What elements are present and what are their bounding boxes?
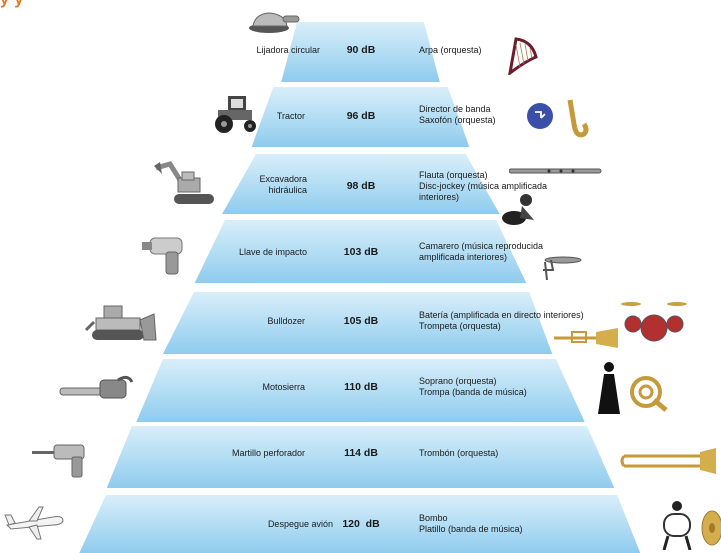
cymbal-icon xyxy=(701,510,721,546)
impact-wrench-icon xyxy=(142,237,183,275)
tier-6-source-label: Motosierra xyxy=(262,382,305,392)
tier-8-db-value: 120 dB xyxy=(342,518,380,530)
excavator-icon xyxy=(154,161,214,204)
tier-2-music-label: Director de banda Saxofón (orquesta) xyxy=(419,104,496,125)
bass-drum-icon xyxy=(662,501,692,550)
singer-icon xyxy=(598,362,620,414)
waiter-icon xyxy=(543,256,582,281)
trombone-icon xyxy=(620,448,716,474)
tier-4 xyxy=(194,220,527,283)
tier-7-source-label: Martillo perforador xyxy=(231,448,305,458)
tier-3-music-label: Flauta (orquesta) Disc-jockey (música am… xyxy=(419,170,548,202)
tier-2 xyxy=(251,87,470,147)
tier-8-music-label: Bombo Platillo (banda de música) xyxy=(419,513,523,534)
tier-3 xyxy=(222,154,500,214)
tier-6-music-label: Soprano (orquesta) Trompa (banda de músi… xyxy=(419,376,527,397)
tier-4-db-value: 103 dB xyxy=(343,246,379,258)
chainsaw-icon xyxy=(59,375,134,399)
drums-icon xyxy=(621,302,687,342)
saxophone-icon xyxy=(527,99,589,138)
tier-5-music-label: Batería (amplificada en directo interior… xyxy=(419,310,584,331)
tier-5 xyxy=(162,292,553,354)
tier-1-source-label: Lijadora circular xyxy=(256,45,320,55)
tractor-icon xyxy=(215,96,256,133)
tier-4-source-label: Llave de impacto xyxy=(238,247,307,257)
tier-2-source-label: Tractor xyxy=(276,111,305,121)
tier-7-db-value: 114 dB xyxy=(344,447,378,459)
horn-icon xyxy=(630,376,668,412)
tier-3-db-value: 98 dB xyxy=(346,180,376,192)
tier-5-db-value: 105 dB xyxy=(343,315,379,327)
tier-4-music-label: Camarero (música reproducida amplificada… xyxy=(419,241,544,262)
tier-3-source-label: Excavadora hidráulica xyxy=(259,174,307,195)
tier-1-music-label: Arpa (orquesta) xyxy=(419,45,482,55)
trumpet-icon xyxy=(554,328,618,348)
tier-1 xyxy=(281,22,440,82)
harp-icon xyxy=(508,37,538,75)
tier-8 xyxy=(79,495,641,553)
dj-icon xyxy=(502,194,534,225)
tier-1-db-value: 90 dB xyxy=(346,44,376,56)
tier-5-source-label: Bulldozer xyxy=(267,316,305,326)
header-fragment: y y xyxy=(0,0,200,8)
drill-icon xyxy=(32,444,85,478)
airplane-icon xyxy=(4,506,64,540)
tier-7 xyxy=(106,426,615,488)
tier-6 xyxy=(136,359,585,422)
tier-7-music-label: Trombón (orquesta) xyxy=(419,448,499,458)
sander-icon xyxy=(249,12,300,33)
tier-6-db-value: 110 dB xyxy=(344,381,378,393)
tier-8-source-label: Despegue avión xyxy=(267,519,333,529)
flute-icon xyxy=(509,168,602,174)
bulldozer-icon xyxy=(84,305,157,341)
tier-2-db-value: 96 dB xyxy=(346,110,376,122)
